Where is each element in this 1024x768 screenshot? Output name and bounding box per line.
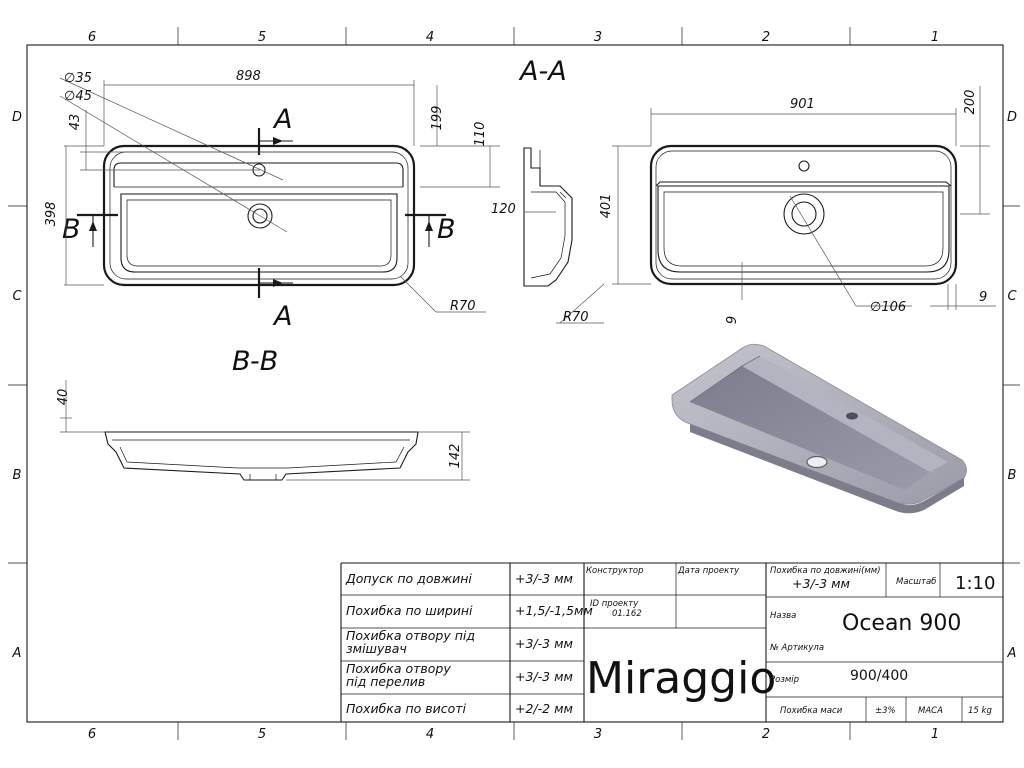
drain-hole [806,455,828,469]
col-label-bottom: 3 [594,727,602,742]
mass-tol-label: Похибка маси [780,706,843,716]
dims-top-view-right [612,86,996,310]
side-section-view [523,147,573,287]
row-label-right: D [1007,110,1017,125]
col-label-top: 4 [426,30,434,45]
scale-value: 1:10 [955,573,995,594]
len-tol-value: +3/-3 мм [792,576,850,591]
cut-label-b-right: B [437,214,456,245]
article-label: № Артикула [769,643,824,653]
row-label-left: B [13,468,22,483]
dim-h110: 110 [473,122,488,147]
row-label-left: C [12,289,22,304]
dim-v43: 43 [68,114,83,131]
col-label-bottom: 4 [426,727,434,742]
dim-v9-right: 9 [979,290,987,305]
dims-side-view [556,283,605,324]
dim-h199: 199 [430,106,445,131]
cut-label-b-left: B [62,214,81,245]
scale-label: Масштаб [896,577,936,587]
mass-label: МАСА [918,706,943,716]
mixer-hole [846,412,858,420]
tol-value: +3/-3 мм [515,669,573,684]
dim-w901: 901 [790,97,815,112]
dims-top-view [59,77,500,313]
section-title-bb: B-B [232,346,278,377]
brand-logo: Miraggio [586,653,776,704]
id-value: 01.162 [612,609,642,619]
mass-tol-value: ±3% [875,706,896,716]
tol-label: Похибка по висоті [346,701,467,716]
title-block [340,562,1003,722]
cut-label-a-bottom: A [272,301,292,332]
drain-hole-inner [791,201,817,227]
cut-label-a-top: A [272,104,292,135]
row-label-left: D [12,110,22,125]
section-bb-view [104,431,419,481]
tol-value: +2/-2 мм [515,701,573,716]
dim-h200: 200 [963,90,978,115]
sink-3d-render [671,343,967,514]
dim-h398: 398 [44,202,59,227]
dim-r70-side: R70 [563,310,589,325]
row-label-right: A [1007,646,1017,661]
col-label-top: 3 [594,30,602,45]
tol-value: +3/-3 мм [515,571,573,586]
col-label-bottom: 6 [88,727,96,742]
drain-hole-inner [252,208,268,224]
dim-v9-bottom: 9 [725,316,740,324]
dim-r70-left: R70 [450,299,476,314]
section-cut-markers [77,128,446,298]
col-label-top: 1 [931,30,939,45]
col-label-top: 2 [762,30,770,45]
dim-h142: 142 [448,444,463,469]
dim-120: 120 [491,202,516,217]
dim-h40: 40 [56,389,71,406]
row-label-right: C [1007,289,1017,304]
col-label-bottom: 1 [931,727,939,742]
tolerance-table: Допуск по довжині +3/-3 мм Похибка по ши… [345,571,593,716]
drain-hole-outer [783,193,825,235]
top-view-right [649,144,958,286]
zone-labels: 6 5 4 3 2 1 6 5 4 3 2 1 D C B A D C B A [12,30,1018,742]
tol-label: Допуск по довжині [345,571,472,586]
size-label: Розмір [770,675,799,685]
tol-value: +1,5/-1,5мм [515,603,593,618]
dim-d35: ∅35 [64,71,92,86]
drain-hole-outer [247,203,273,229]
row-label-left: A [12,646,22,661]
section-title-aa: A-A [518,56,567,87]
dim-d106: ∅106 [870,300,906,315]
dim-w898: 898 [236,69,261,84]
size-value: 900/400 [850,668,908,684]
tol-value: +3/-3 мм [515,636,573,651]
constructor-label: Конструктор [586,566,644,576]
dim-h401: 401 [599,194,614,219]
id-label: ID проекту [590,599,639,609]
col-label-top: 6 [88,30,96,45]
col-label-top: 5 [258,30,266,45]
col-label-bottom: 2 [762,727,770,742]
mass-value: 15 kg [968,706,992,716]
date-label: Дата проекту [677,566,740,576]
row-label-right: B [1008,468,1017,483]
len-tol-label: Похибка по довжині(мм) [770,566,881,576]
name-label: Назва [770,611,796,621]
dim-d45: ∅45 [64,89,92,104]
mixer-hole [798,160,810,172]
col-label-bottom: 5 [258,727,266,742]
tol-label: Похибка по ширині [346,603,473,618]
dims-section-bb [60,380,470,481]
drawing-frame [8,27,1020,740]
product-name: Ocean 900 [842,611,961,636]
